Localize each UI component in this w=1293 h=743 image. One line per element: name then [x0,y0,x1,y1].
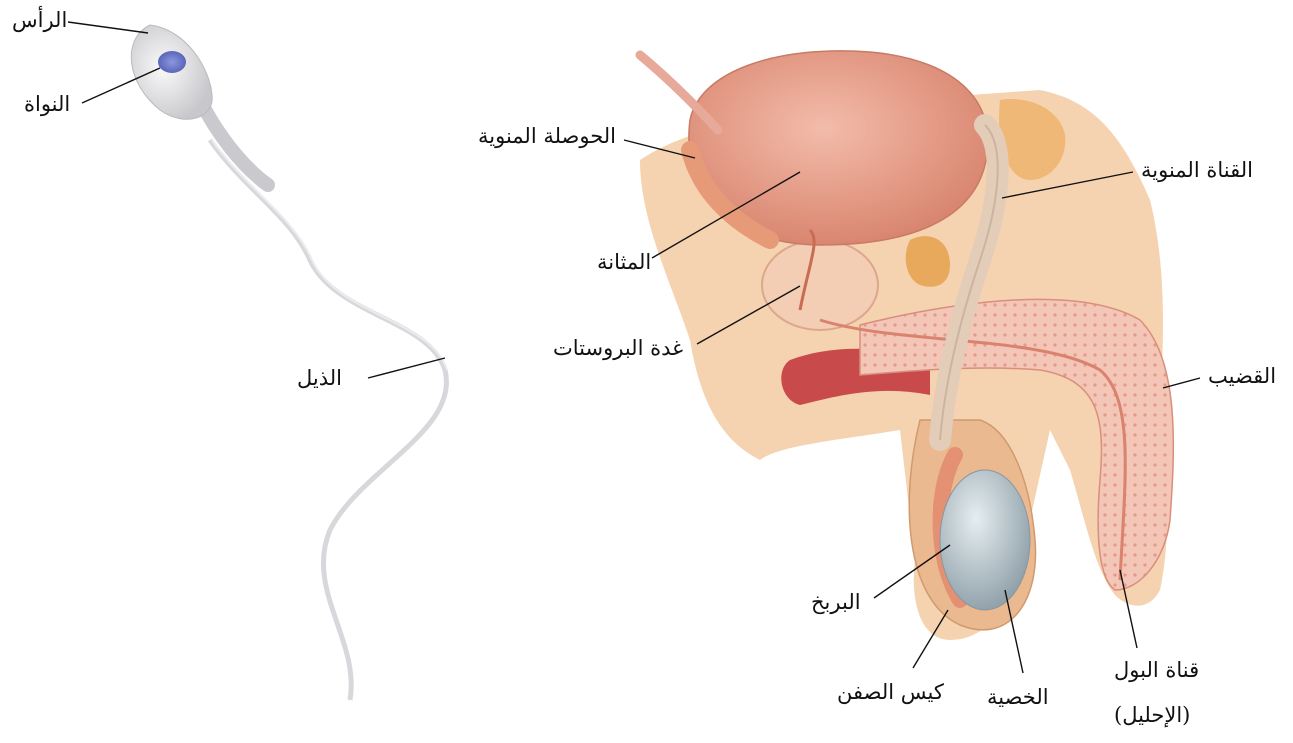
sperm-nucleus [158,51,186,73]
label-testis: الخصية [987,685,1049,710]
label-scrotum: كيس الصفن [837,680,944,705]
label-prostate: غدة البروستات [553,336,683,361]
leader-head [68,22,148,33]
label-bladder: المثانة [597,250,651,275]
prostate [762,240,878,330]
label-penis: القضيب [1208,364,1276,389]
label-urethra-alt: (الإحليل) [1114,703,1190,728]
leader-tail [368,358,445,378]
testis [940,470,1030,610]
label-tail: الذيل [297,366,342,391]
reproductive-system [640,51,1173,640]
label-vas-deferens: القناة المنوية [1141,158,1253,183]
label-nucleus: النواة [24,92,70,117]
sperm-cell [131,25,447,700]
label-epididymis: البربخ [811,590,861,615]
label-urethra: قناة البول [1114,658,1199,683]
sperm-tail [210,140,447,700]
label-seminal-vesicle: الحوصلة المنوية [478,124,616,149]
label-head: الرأس [12,8,67,33]
